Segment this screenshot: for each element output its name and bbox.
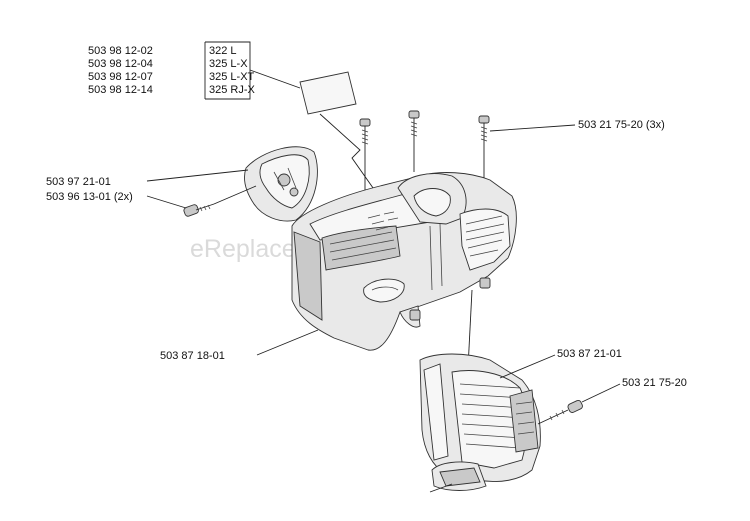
- label-row-1-part: 503 98 12-02: [88, 45, 153, 57]
- callout-screw-2x: 503 96 13-01 (2x): [46, 191, 133, 203]
- callout-screw-single: 503 21 75-20: [622, 377, 687, 389]
- starter-cover-screw: [537, 399, 583, 425]
- leader-cylinder-cover: [256, 329, 319, 356]
- cylinder-cover-housing: [291, 172, 517, 351]
- leader-screw-3x: [489, 124, 576, 132]
- label-table-bracket: [205, 41, 251, 100]
- callout-screw-3x: 503 21 75-20 (3x): [578, 119, 665, 131]
- decal-sticker: [299, 71, 357, 115]
- label-row-2-part: 503 98 12-04: [88, 58, 153, 70]
- leader-screw-axis: [213, 185, 257, 205]
- label-row-3-model: 325 L-XT: [209, 71, 255, 83]
- top-screw-middle: [408, 110, 420, 172]
- label-part-table: 503 98 12-02 322 L 503 98 12-04 325 L-X …: [88, 41, 256, 100]
- leader-screw-2x: [146, 195, 187, 209]
- mount-tab-left: [409, 309, 421, 321]
- leader-label-to-decal: [249, 69, 301, 89]
- leader-screw-single: [581, 383, 621, 403]
- leader-bottom-tray: [429, 483, 453, 493]
- filter-cover-screw: [183, 203, 215, 217]
- label-row-4-part: 503 98 12-14: [88, 84, 153, 96]
- label-row-4-model: 325 RJ-X: [209, 84, 256, 96]
- callout-starter-cover: 503 87 21-01: [557, 348, 622, 360]
- leader-starter-cover: [499, 354, 556, 379]
- mount-tab-right: [479, 277, 491, 289]
- callout-cylinder-cover: 503 87 18-01: [160, 350, 225, 362]
- starter-cover: [419, 353, 541, 491]
- label-row-1-model: 322 L: [209, 45, 237, 57]
- top-screw-left: [359, 118, 371, 198]
- callout-filter-cover: 503 97 21-01: [46, 176, 111, 188]
- label-row-2-model: 325 L-X: [209, 58, 248, 70]
- label-row-3-part: 503 98 12-07: [88, 71, 153, 83]
- leader-filter-cover: [146, 169, 249, 182]
- air-filter-cover: [243, 146, 318, 222]
